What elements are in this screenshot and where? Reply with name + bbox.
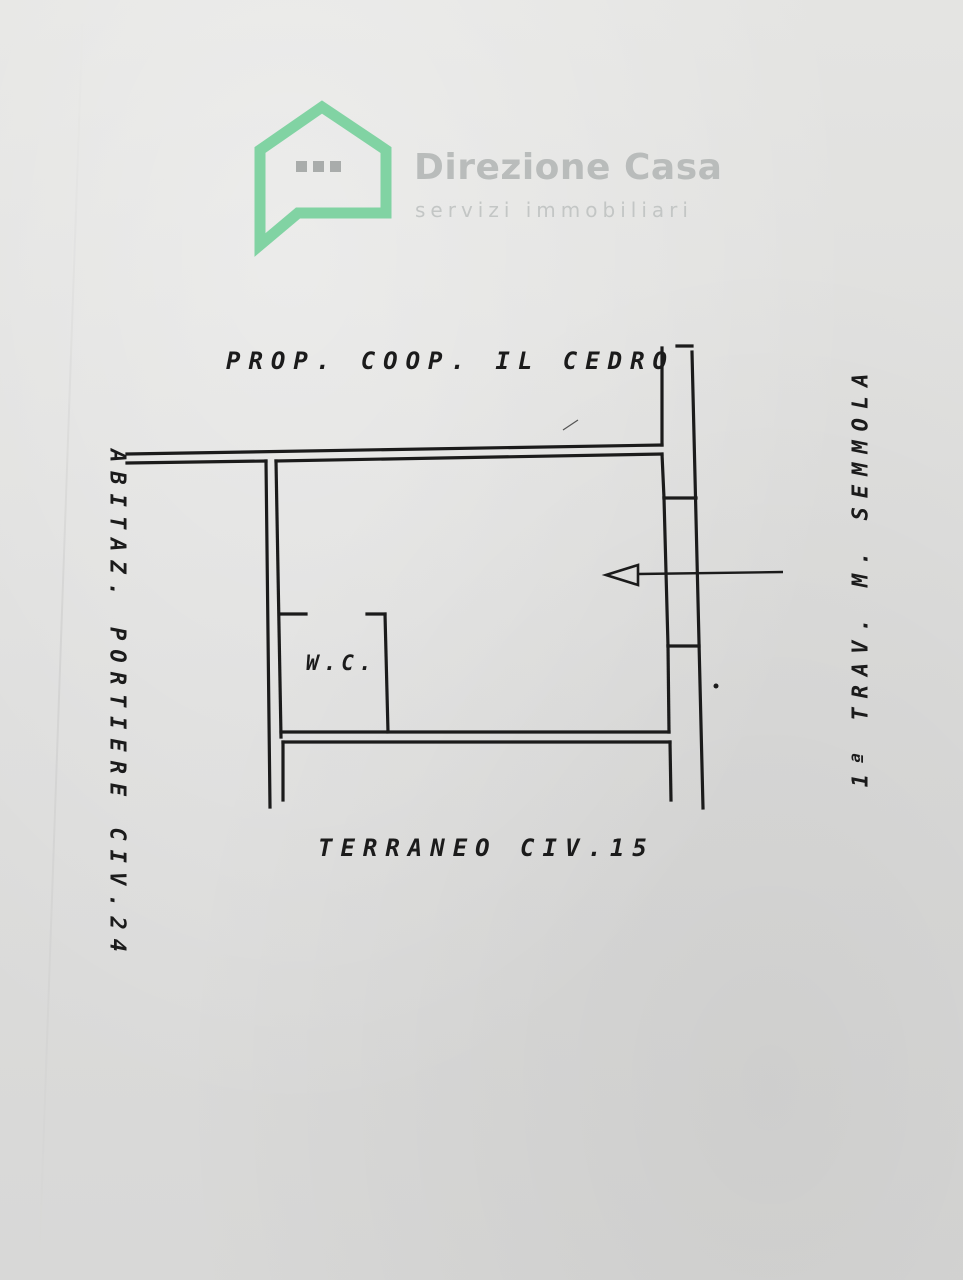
west-wall-inner xyxy=(274,459,283,739)
east-wall-outer xyxy=(690,350,705,810)
wc-room-label: W.C. xyxy=(306,651,377,675)
north-wall-outer xyxy=(125,443,664,456)
house-speech-icon xyxy=(254,100,392,257)
brand-tagline: servizi immobiliari xyxy=(415,198,693,222)
watermark-logo: Direzione Casa servizi immobiliari xyxy=(250,95,723,260)
east-wall-inner-top xyxy=(660,452,666,500)
east-street-label: 1ª TRAV. M. SEMMOLA xyxy=(848,364,874,788)
ink-mark xyxy=(562,419,579,431)
entrance-arrow-icon xyxy=(601,563,784,587)
south-wall-right-return xyxy=(668,740,673,802)
brand-name: Direzione Casa xyxy=(414,147,723,188)
south-neighbor-label: TERRANEO CIV.15 xyxy=(318,834,655,862)
north-wall-inner-left xyxy=(125,459,268,465)
north-wall-inner xyxy=(274,452,664,463)
north-neighbor-label: PROP. COOP. IL CEDRO xyxy=(226,347,675,375)
wc-partition xyxy=(383,612,390,734)
west-wall-outer xyxy=(264,459,272,809)
ink-dot xyxy=(713,683,719,689)
east-wall-inner-bottom xyxy=(666,644,671,734)
door-opening xyxy=(662,496,670,648)
west-neighbor-label: ABITAZ. PORTIERE CIV.24 xyxy=(104,449,130,961)
